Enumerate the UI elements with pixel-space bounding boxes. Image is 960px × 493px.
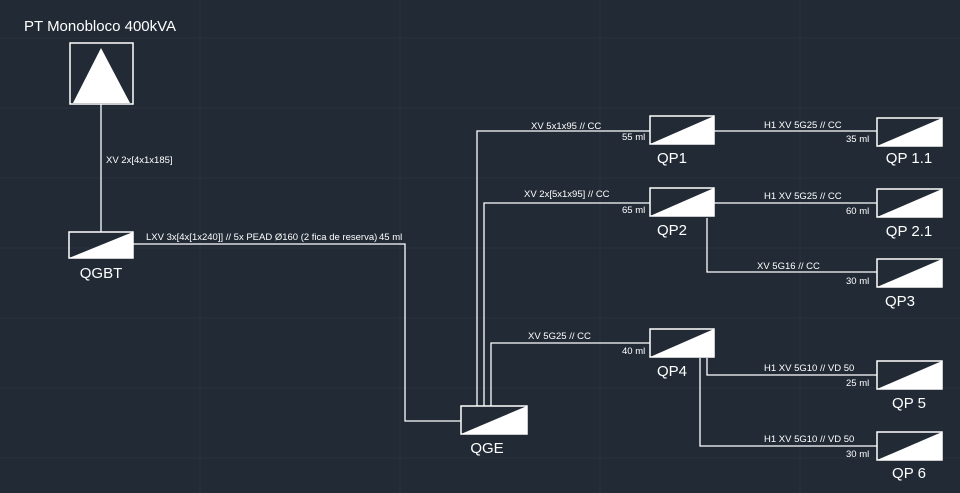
cable-length-qp2-qp3: 30 ml: [846, 276, 869, 287]
cable-label-qp1-qp11: H1 XV 5G25 // CC: [764, 120, 842, 131]
cable-length-qp4-qp5: 25 ml: [846, 378, 869, 389]
cable-label-qge-qp1: XV 5x1x95 // CC: [531, 121, 601, 132]
cable-label-qp2-qp21: H1 XV 5G25 // CC: [764, 191, 842, 202]
panel-qp4: QP4: [649, 328, 715, 380]
cable-length-qp4-qp6: 30 ml: [846, 449, 869, 460]
panel-qp1-1: QP 1.1: [876, 117, 943, 167]
cable-label-qge-qp4: XV 5G25 // CC: [528, 331, 591, 342]
diagram-title: PT Monobloco 400kVA: [24, 18, 176, 35]
panel-label-qp1: QP1: [657, 150, 687, 167]
panel-qp5: QP 5: [876, 360, 943, 412]
panel-qp2-1: QP 2.1: [876, 188, 943, 240]
cable-label-qp2-qp3: XV 5G16 // CC: [757, 261, 820, 272]
cable-length-qge-qp1: 55 ml: [622, 132, 645, 143]
cable-length-qge-qp2: 65 ml: [622, 205, 645, 216]
cable-label-pt-qgbt: XV 2x[4x1x185]: [106, 155, 173, 166]
panel-label-qp3: QP3: [885, 293, 915, 310]
panel-label-qgbt: QGBT: [80, 265, 123, 282]
panel-qgbt: QGBT: [68, 231, 134, 282]
cable-length-qp2-qp21: 60 ml: [846, 206, 869, 217]
panel-qp3: QP3: [876, 258, 943, 310]
transformer-symbol: [69, 42, 134, 105]
panel-qge: QGE: [460, 405, 528, 457]
cable-length-qge-qp4: 40 ml: [622, 346, 645, 357]
panel-label-qp6: QP 6: [892, 465, 926, 482]
cable-wires: [100, 104, 877, 447]
panel-qp6: QP 6: [876, 431, 943, 482]
panel-label-qp5: QP 5: [892, 395, 926, 412]
panel-label-qp1-1: QP 1.1: [886, 150, 932, 167]
panel-qp1: QP1: [649, 115, 715, 167]
cable-label-qgbt-qge: LXV 3x[4x[1x240]] // 5x PEAD Ø160 (2 fic…: [146, 232, 377, 243]
cable-length-qp1-qp11: 35 ml: [846, 134, 869, 145]
panel-label-qp4: QP4: [657, 363, 687, 380]
cable-label-qge-qp2: XV 2x[5x1x95] // CC: [524, 189, 610, 200]
cable-label-qp4-qp5: H1 XV 5G10 // VD 50: [764, 363, 854, 374]
cable-length-qgbt-qge: 45 ml: [379, 232, 402, 243]
panel-label-qge: QGE: [470, 440, 503, 457]
cable-label-qp4-qp6: H1 XV 5G10 // VD 50: [764, 434, 854, 445]
panel-qp2: QP2: [649, 187, 715, 239]
panel-label-qp2-1: QP 2.1: [886, 223, 932, 240]
panel-label-qp2: QP2: [657, 222, 687, 239]
